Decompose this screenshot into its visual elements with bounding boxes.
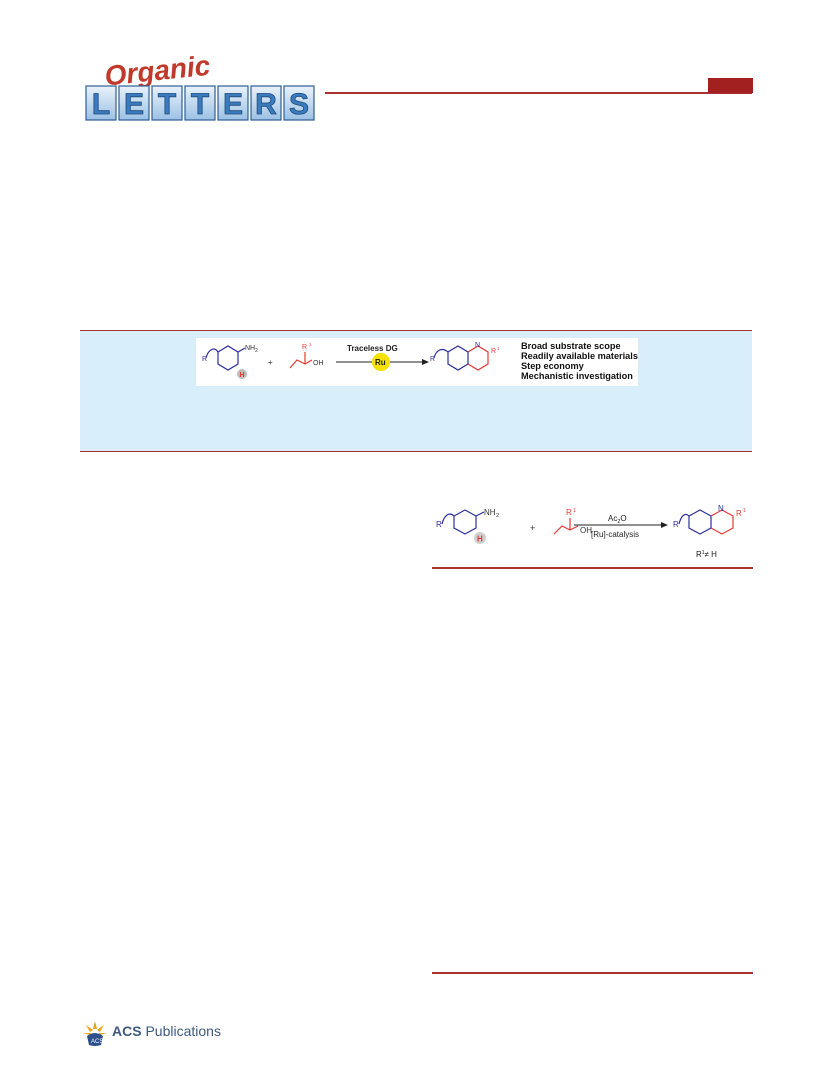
svg-text:NH: NH bbox=[484, 508, 496, 517]
logo-tile bbox=[118, 85, 150, 121]
column-rule-bottom bbox=[432, 972, 753, 974]
logo-tile bbox=[151, 85, 183, 121]
svg-text:R: R bbox=[491, 348, 496, 355]
toc-catalyst: Ru bbox=[375, 358, 386, 367]
toc-bullet: Readily available materials bbox=[521, 351, 638, 361]
logo-tile bbox=[217, 85, 249, 121]
quinoline-structure bbox=[433, 345, 489, 371]
scheme-reagent: Ac2O bbox=[608, 514, 627, 525]
header-rule bbox=[325, 92, 752, 94]
logo-tile bbox=[184, 85, 216, 121]
toc-bullets: Broad substrate scope Readily available … bbox=[521, 341, 638, 381]
svg-text:H: H bbox=[477, 535, 483, 544]
scheme-rule-top bbox=[432, 567, 753, 569]
toc-bullet: Broad substrate scope bbox=[521, 341, 621, 351]
svg-text:R: R bbox=[566, 508, 572, 517]
logo-letter: L bbox=[92, 88, 110, 121]
svg-text:R: R bbox=[202, 356, 207, 363]
toc-bullet: Step economy bbox=[521, 361, 584, 371]
svg-text:NH: NH bbox=[245, 345, 255, 352]
svg-text:R: R bbox=[673, 520, 679, 529]
svg-text:1: 1 bbox=[743, 508, 746, 514]
logo-tile bbox=[250, 85, 282, 121]
logo-letter: E bbox=[124, 88, 144, 121]
toc-bullet: Mechanistic investigation bbox=[521, 371, 633, 381]
acs-logo-icon: ACS bbox=[83, 1021, 107, 1046]
allylic-alcohol-structure bbox=[289, 352, 313, 369]
svg-text:N: N bbox=[475, 342, 480, 349]
header-tab bbox=[708, 78, 753, 93]
logo-letter: T bbox=[191, 88, 209, 121]
scheme-allylic-alcohol bbox=[553, 518, 579, 535]
h-highlight-icon bbox=[237, 369, 247, 379]
svg-text:+: + bbox=[268, 358, 273, 367]
logo-letter: S bbox=[289, 88, 309, 121]
ru-catalyst-icon bbox=[372, 353, 390, 371]
svg-text:1: 1 bbox=[573, 508, 576, 514]
logo-tile bbox=[85, 85, 117, 121]
svg-text:ACS: ACS bbox=[91, 1039, 103, 1045]
svg-text:R: R bbox=[302, 344, 307, 351]
svg-text:H: H bbox=[240, 372, 245, 379]
scheme-quinoline bbox=[678, 509, 734, 535]
logo-letter: R bbox=[255, 88, 277, 121]
svg-text:+: + bbox=[530, 523, 535, 533]
svg-text:R: R bbox=[736, 509, 742, 518]
svg-text:OH: OH bbox=[580, 526, 592, 535]
logo-letter: T bbox=[158, 88, 176, 121]
svg-text:2: 2 bbox=[496, 513, 499, 519]
toc-dg-label: Traceless DG bbox=[347, 344, 398, 353]
scheme-catalysis: [Ru]-catalysis bbox=[591, 530, 639, 539]
svg-text:OH: OH bbox=[313, 360, 324, 367]
svg-text:1: 1 bbox=[497, 346, 500, 351]
logo-tile bbox=[283, 85, 315, 121]
aniline-structure bbox=[205, 345, 246, 371]
svg-text:N: N bbox=[718, 504, 724, 513]
reaction-scheme: R NH 2 H + R 1 OH Ac2O [Ru]-catalysis R … bbox=[436, 504, 746, 559]
svg-text:R: R bbox=[436, 520, 442, 529]
svg-text:R: R bbox=[430, 356, 435, 363]
publisher-name: ACS Publications bbox=[112, 1023, 221, 1039]
scheme-aniline bbox=[441, 509, 485, 535]
scheme-condition: R1≠ H bbox=[696, 550, 717, 559]
logo-letter: E bbox=[223, 88, 243, 121]
scheme-h-icon bbox=[474, 532, 486, 544]
svg-text:1: 1 bbox=[309, 342, 312, 347]
svg-text:2: 2 bbox=[255, 348, 258, 354]
toc-graphic: R NH 2 H + R 1 OH Traceless DG Ru R N R … bbox=[196, 338, 638, 386]
